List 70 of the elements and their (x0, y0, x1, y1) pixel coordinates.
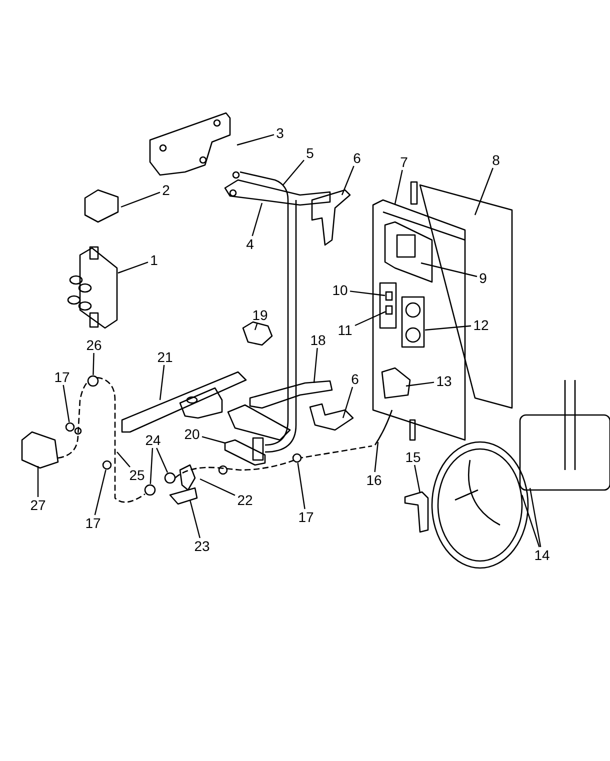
leader-line (374, 442, 379, 472)
sleeve-part (385, 291, 393, 301)
leader-line (94, 470, 106, 516)
leader-line (394, 170, 403, 204)
leader-line (156, 448, 168, 473)
callout-number: 18 (310, 332, 326, 348)
sleeve-part (385, 305, 393, 315)
cable-clip (65, 422, 75, 432)
callout-number: 7 (400, 154, 408, 170)
callout-number: 9 (479, 270, 487, 286)
cable-clip (102, 460, 112, 470)
callout-number: 17 (85, 515, 101, 531)
callout-number: 21 (157, 349, 173, 365)
leader-line (62, 384, 70, 422)
leader-line (474, 168, 494, 216)
callout-number: 16 (366, 472, 382, 488)
callout-number: 10 (332, 282, 348, 298)
leader-line (297, 462, 306, 510)
callout-number: 27 (30, 497, 46, 513)
leader-line (414, 464, 421, 494)
leader-line (420, 262, 478, 278)
leader-line (406, 382, 434, 387)
callout-number: 5 (306, 145, 314, 161)
leader-line (116, 452, 130, 468)
callout-number: 22 (237, 492, 253, 508)
leader-line (521, 494, 540, 548)
leader-line (529, 488, 542, 548)
leader-line (282, 160, 304, 186)
callout-number: 12 (473, 317, 489, 333)
callout-number: 8 (492, 152, 500, 168)
callout-number: 3 (276, 125, 284, 141)
callout-number: 17 (298, 509, 314, 525)
callout-number: 2 (162, 182, 170, 198)
leader-line (159, 364, 165, 400)
leader-line (313, 348, 318, 384)
leader-line (342, 386, 354, 418)
leader-line (118, 262, 148, 274)
leader-line (424, 325, 472, 331)
leader-line (252, 202, 263, 236)
callout-number: 14 (534, 547, 550, 563)
leader-line (200, 478, 236, 496)
callout-number: 20 (184, 426, 200, 442)
cable-clip (292, 453, 302, 463)
callout-number: 23 (194, 538, 210, 554)
callout-number: 26 (86, 337, 102, 353)
leader-line (202, 436, 226, 444)
callout-number: 4 (246, 236, 254, 252)
leader-line (37, 466, 39, 497)
callout-number: 24 (145, 432, 161, 448)
grommet-part (87, 375, 99, 387)
callout-number: 11 (338, 322, 352, 338)
callout-number: 1 (150, 252, 158, 268)
callout-number: 6 (351, 371, 359, 387)
callout-number: 15 (405, 449, 421, 465)
leader-line (92, 352, 94, 376)
callout-number: 17 (54, 369, 70, 385)
leader-line (120, 192, 160, 208)
leader-line (254, 322, 258, 330)
leader-line (354, 311, 386, 326)
callout-number: 19 (252, 307, 268, 323)
nut-part (144, 484, 156, 496)
leader-line (236, 134, 274, 146)
leader-line (341, 166, 354, 196)
leader-line (150, 448, 154, 484)
callout-number: 25 (129, 467, 145, 483)
leader-line (350, 290, 386, 296)
nut-part (164, 472, 176, 484)
callout-number: 13 (436, 373, 452, 389)
callout-number: 6 (353, 150, 361, 166)
leader-line (189, 500, 200, 538)
